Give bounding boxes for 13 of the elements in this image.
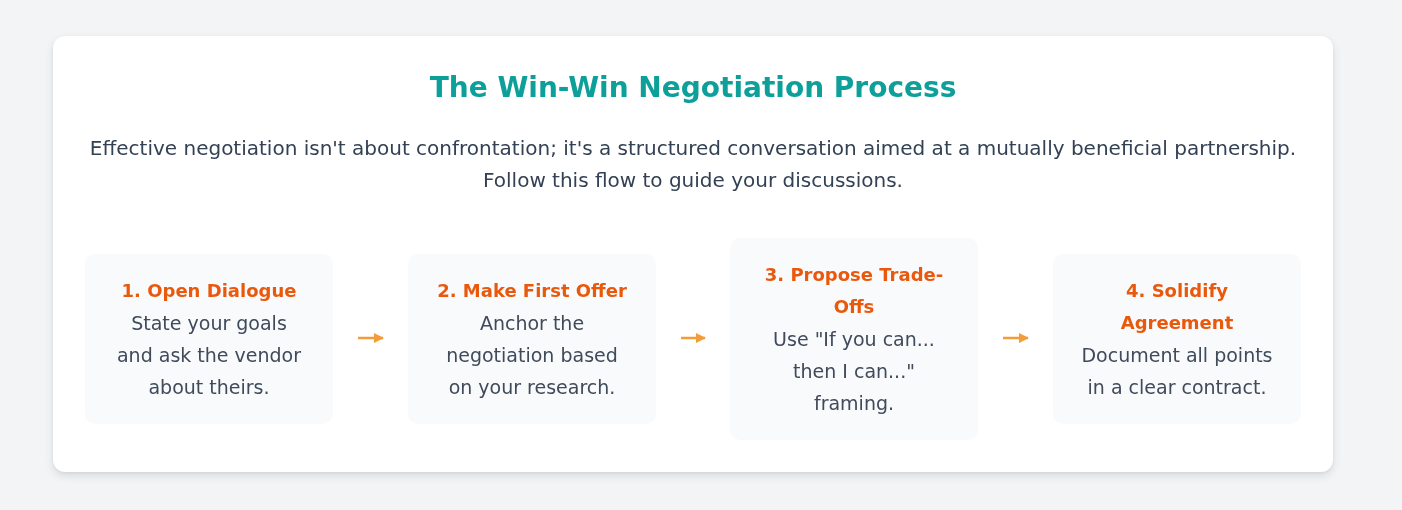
step-description: Anchor the negotiation based on your research. <box>445 311 619 400</box>
title: The Win-Win Negotiation Process <box>429 71 957 104</box>
arrow <box>681 333 706 343</box>
step-description: State your goals and ask the vendor about theirs. <box>115 311 303 400</box>
step-title: 1. Open Dialogue <box>120 279 298 303</box>
step-title: 4. Solidify Agreement <box>1119 279 1235 335</box>
arrow <box>358 333 384 343</box>
step-description: Use "If you can... then I can..." framing. <box>772 327 936 416</box>
arrow <box>1003 333 1029 343</box>
description: Effective negotiation isn't about confrontation; it's a structured conversation aimed at a mutually beneficial partnership. Follow this flow to guide your discussions. <box>89 136 1297 192</box>
step-title: 3. Propose Trade-Offs <box>763 263 945 319</box>
step-description: Document all points in a clear contract. <box>1080 343 1274 400</box>
step-title: 2. Make First Offer <box>436 279 628 303</box>
